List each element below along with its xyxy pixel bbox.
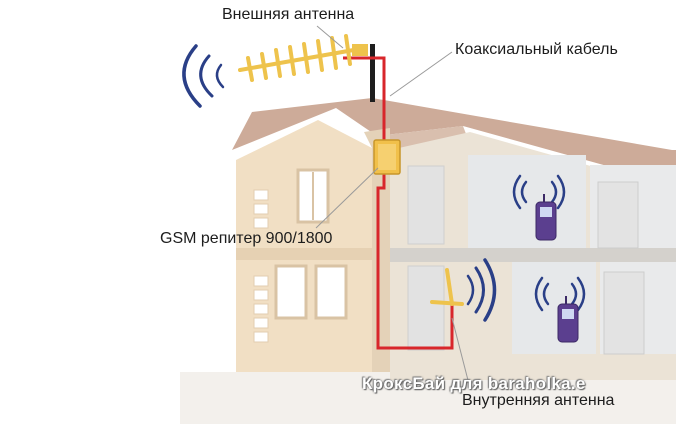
ground bbox=[180, 372, 676, 424]
roof bbox=[232, 98, 676, 182]
mobile-phone-icon bbox=[535, 194, 557, 241]
repeater-box-icon bbox=[373, 139, 401, 175]
coax-cable bbox=[343, 56, 386, 142]
window bbox=[314, 264, 348, 320]
leader-lines bbox=[315, 25, 471, 389]
floor-divider bbox=[372, 248, 676, 262]
gsm-repeater-label: GSM репитер 900/1800 bbox=[160, 230, 333, 247]
indoor-antenna-icon bbox=[430, 268, 464, 306]
indoor-antenna-label: Внутренняя антенна bbox=[462, 392, 615, 409]
window bbox=[274, 264, 308, 320]
mobile-phone-icon bbox=[557, 296, 579, 343]
coax-cable-label: Коаксиальный кабель bbox=[455, 41, 618, 58]
corner-stones bbox=[253, 189, 269, 343]
antenna-mast bbox=[370, 44, 375, 102]
signal-waves-icon bbox=[182, 44, 225, 108]
signal-waves-icon bbox=[466, 258, 497, 322]
watermark: КроксБай для baraholka.e bbox=[362, 374, 586, 393]
signal-waves-icon bbox=[512, 174, 586, 312]
outdoor-antenna-label: Внешняя антенна bbox=[222, 6, 355, 23]
room-lower bbox=[512, 262, 596, 354]
yagi-antenna-icon bbox=[238, 34, 367, 82]
